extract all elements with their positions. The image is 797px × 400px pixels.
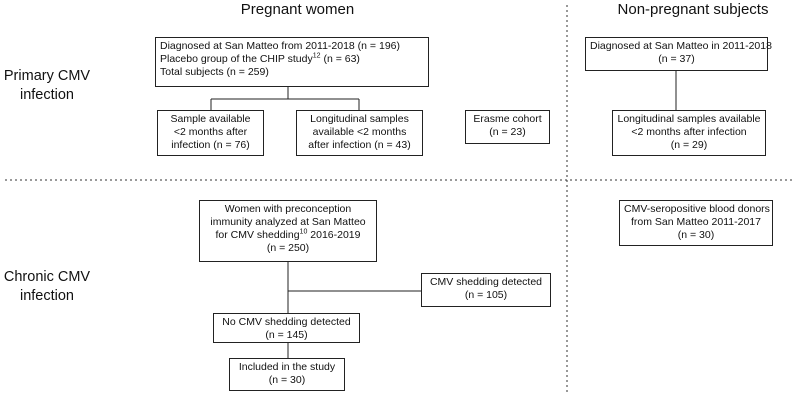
box-primary-pregnant-diagnosed: Diagnosed at San Matteo from 2011-2018 (… [155,37,429,87]
row-label-chronic: Chronic CMV infection [3,269,91,304]
header-non-pregnant-subjects: Non-pregnant subjects [617,1,769,18]
box-erasme-cohort: Erasme cohort (n = 23) [465,110,550,144]
box-non-pregnant-diagnosed: Diagnosed at San Matteo in 2011-2018 (n … [585,37,772,71]
header-pregnant-women: Pregnant women [240,1,355,18]
box-longitudinal-samples-pregnant: Longitudinal samples available <2 months… [296,110,423,156]
row-label-primary: Primary CMV infection [3,68,91,103]
box-cmv-shedding-detected: CMV shedding detected (n = 105) [421,273,551,307]
box-blood-donors: CMV-seropositive blood donors from San M… [619,200,773,246]
box-longitudinal-samples-non-pregnant: Longitudinal samples available <2 months… [612,110,766,156]
box-included-in-study: Included in the study (n = 30) [229,358,345,391]
box-sample-available: Sample available <2 months after infecti… [157,110,264,156]
box-no-cmv-shedding: No CMV shedding detected (n = 145) [213,313,360,343]
box-preconception-immunity: Women with preconception immunity analyz… [199,200,377,262]
